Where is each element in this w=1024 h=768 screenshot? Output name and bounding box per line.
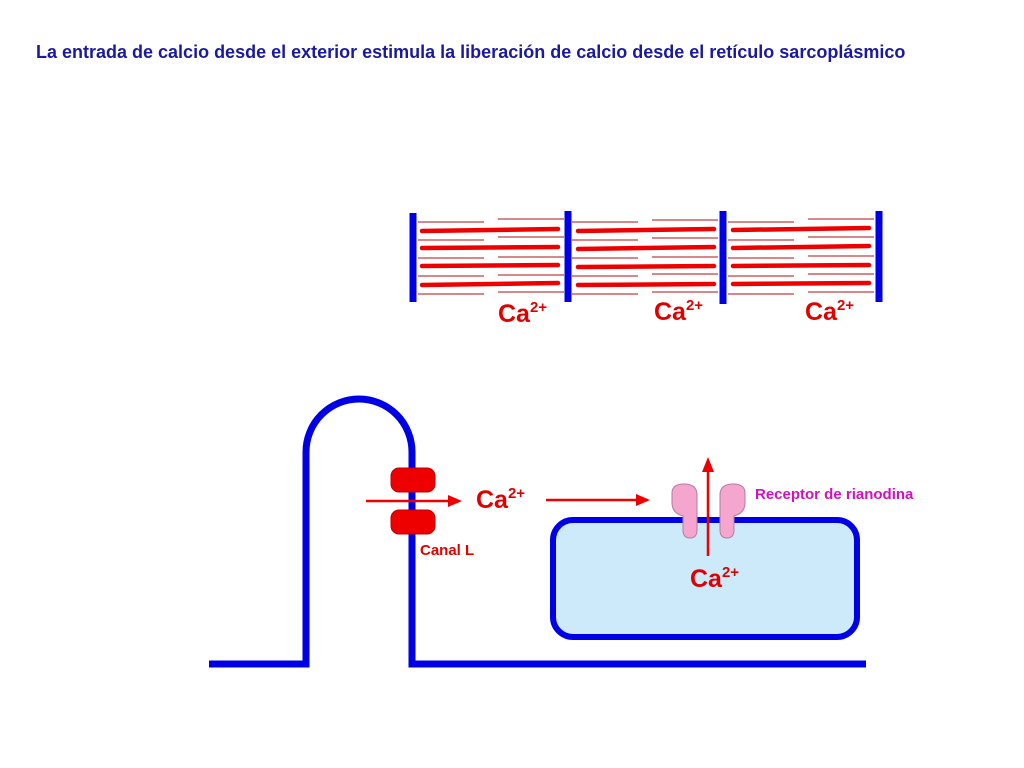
thick-filaments <box>419 225 872 288</box>
sarcomere-ca-label-3: Ca2+ <box>805 297 854 326</box>
thin-filaments <box>418 218 874 295</box>
z-discs <box>409 211 883 304</box>
receptor-right-lobe <box>719 483 746 539</box>
sarcomere-ca-label-1: Ca2+ <box>498 299 547 328</box>
receptor-left-lobe <box>671 483 698 539</box>
l-channel-label: Canal L <box>420 542 474 559</box>
sarcolemma-membrane <box>209 395 866 668</box>
sarcomere-ca-label-2: Ca2+ <box>654 297 703 326</box>
channel-subunit-bottom <box>390 509 436 535</box>
sarcoplasmic-reticulum <box>550 517 860 640</box>
channel-subunit-top <box>390 467 436 493</box>
influx-ca-label: Ca2+ <box>476 485 525 514</box>
slide-title: La entrada de calcio desde el exterior e… <box>36 42 906 62</box>
release-arrow <box>702 457 714 556</box>
l-type-channel <box>390 467 436 535</box>
reticulum-ca-label: Ca2+ <box>690 564 739 593</box>
signal-arrow <box>546 494 650 506</box>
ryanodine-receptor <box>671 483 746 539</box>
ryanodine-receptor-label: Receptor de rianodina <box>755 486 914 503</box>
sarcomere-group <box>409 211 883 304</box>
influx-arrow <box>366 495 462 507</box>
